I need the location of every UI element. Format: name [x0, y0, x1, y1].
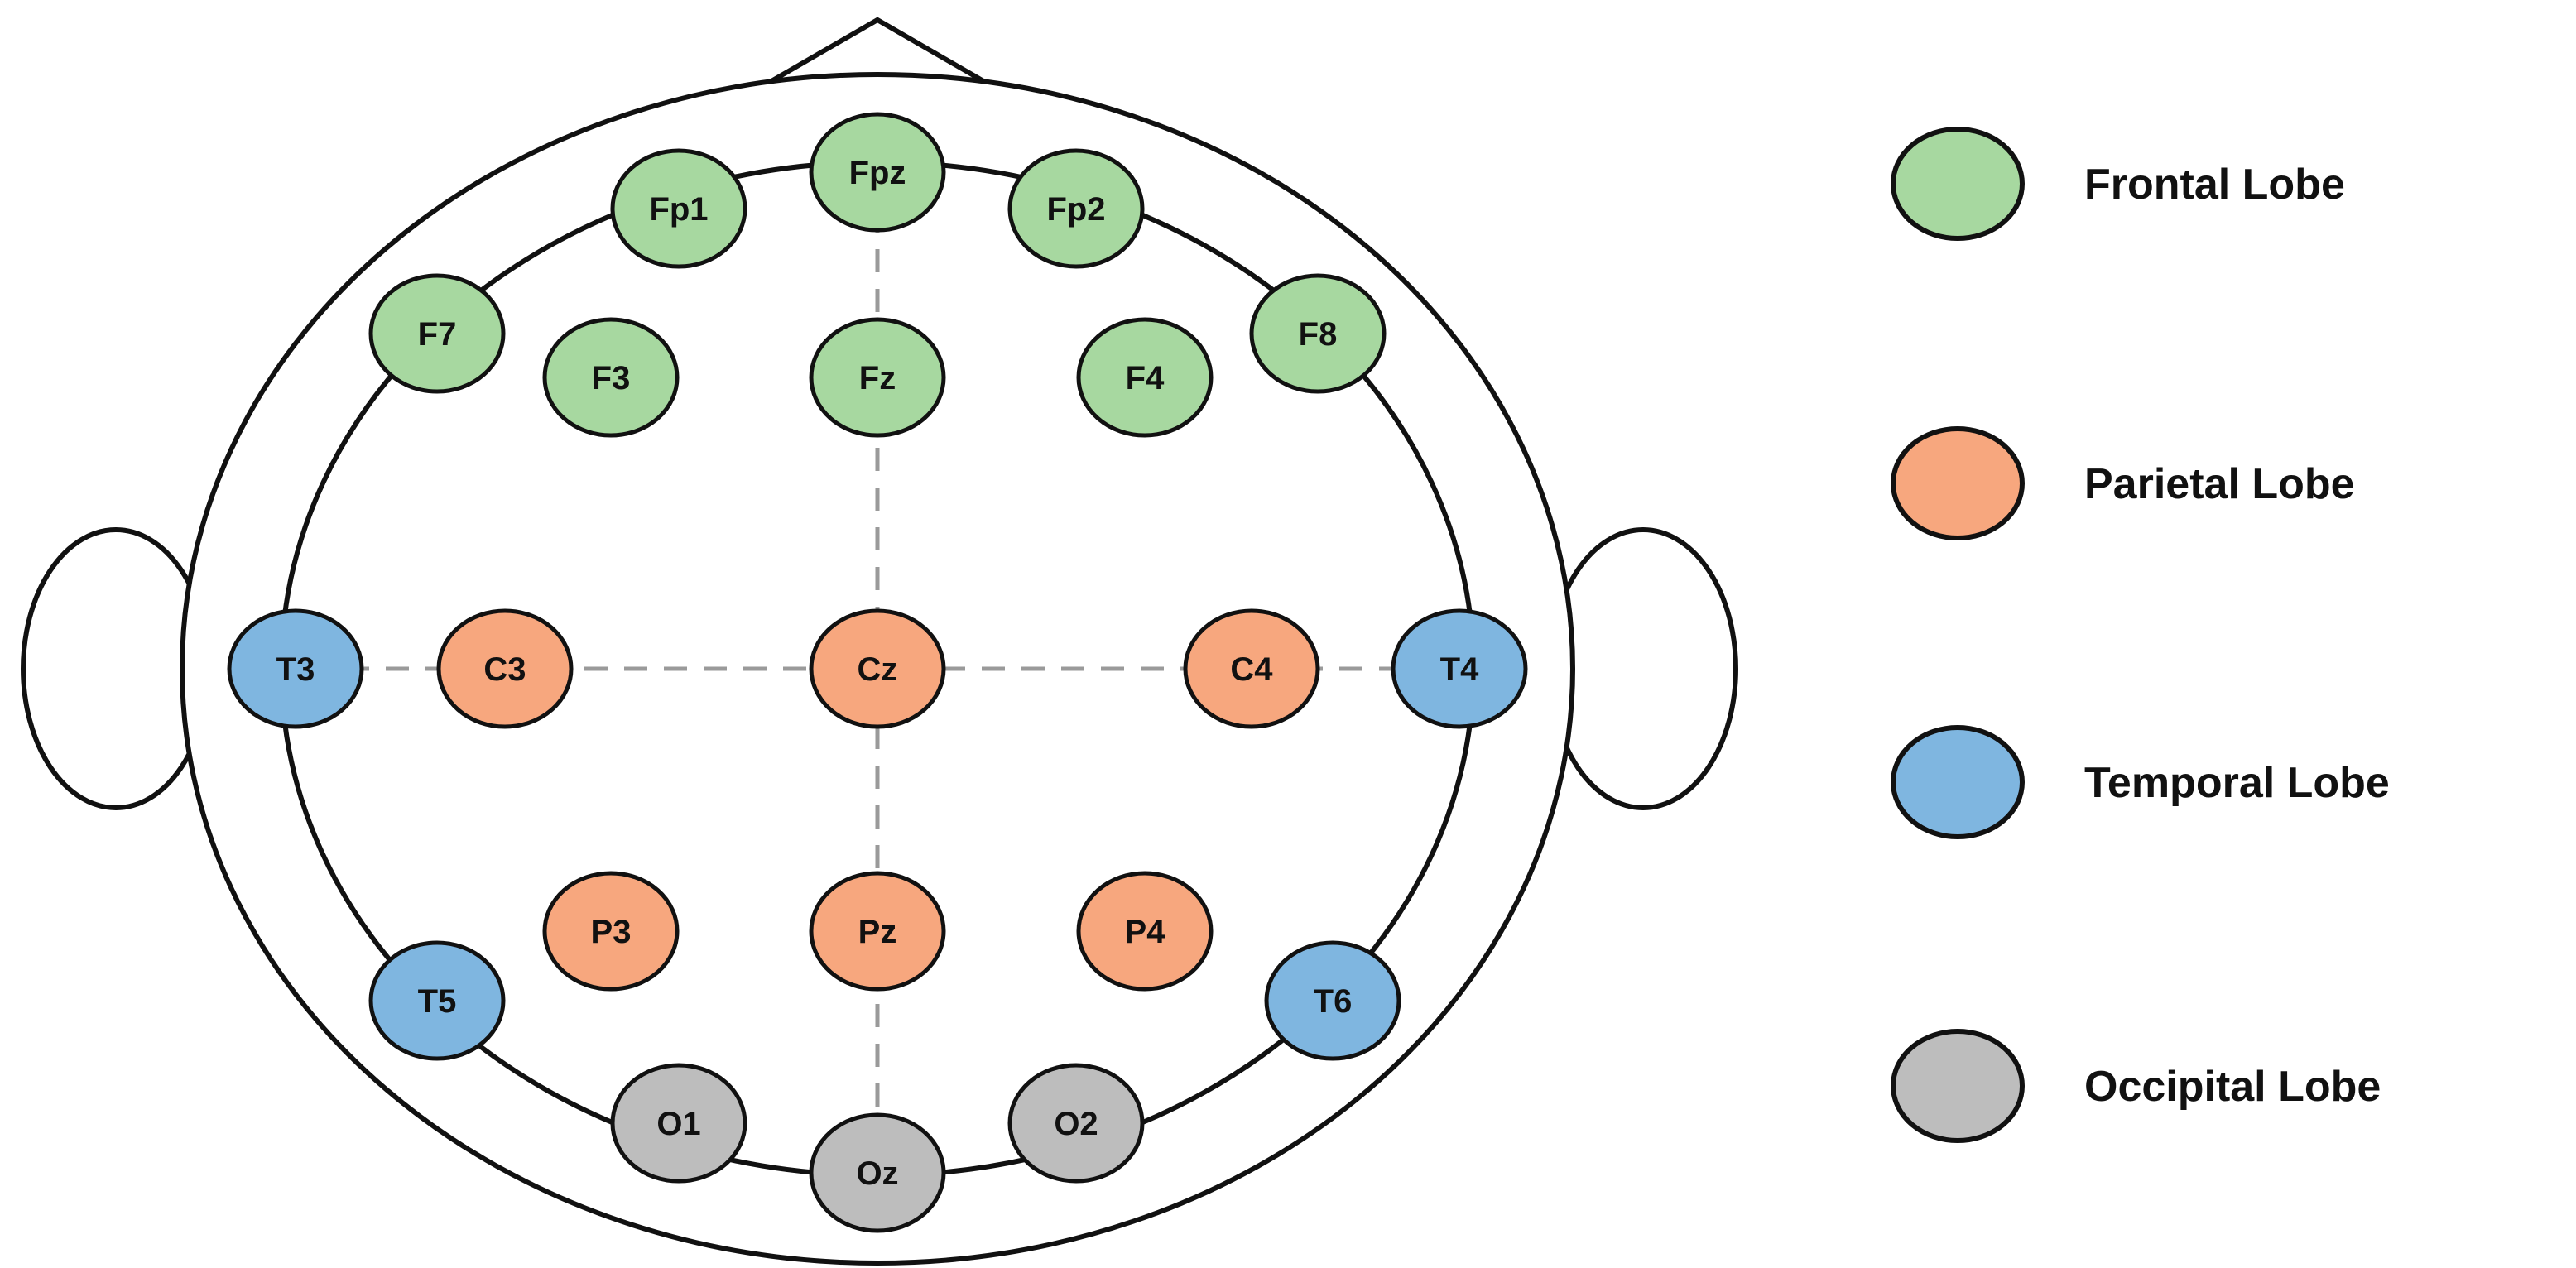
electrode-marker: [809, 112, 946, 233]
electrode-fp2: Fp2: [1007, 148, 1145, 269]
electrode-p3: P3: [542, 871, 680, 992]
electrode-label: Fp1: [649, 191, 708, 228]
electrode-marker: [1076, 871, 1214, 992]
electrode-label: O1: [656, 1106, 700, 1142]
electrode-label: T3: [276, 651, 315, 688]
electrode-label: F7: [418, 316, 457, 353]
electrode-label: Pz: [858, 914, 897, 950]
electrode-marker: [227, 608, 364, 729]
legend-item-parietal: Parietal Lobe: [1891, 426, 2355, 540]
electrode-f3: F3: [542, 317, 680, 438]
electrode-marker: [610, 148, 747, 269]
electrode-marker: [542, 871, 680, 992]
electrode-label: Oz: [856, 1155, 898, 1192]
electrode-marker: [809, 871, 946, 992]
electrode-label: F8: [1299, 316, 1338, 353]
electrode-marker: [1076, 317, 1214, 438]
electrode-marker: [610, 1063, 747, 1184]
legend-label: Occipital Lobe: [2084, 1063, 2381, 1111]
electrode-t5: T5: [368, 940, 506, 1061]
legend-label: Parietal Lobe: [2084, 460, 2355, 508]
legend-swatch: [1891, 127, 2025, 241]
electrode-marker: [1007, 148, 1145, 269]
electrode-marker: [809, 608, 946, 729]
electrode-label: Fp2: [1046, 191, 1105, 228]
electrode-label: P4: [1125, 914, 1166, 950]
electrode-o1: O1: [610, 1063, 747, 1184]
electrode-marker: [809, 317, 946, 438]
electrode-marker: [1007, 1063, 1145, 1184]
electrode-marker: [1391, 608, 1528, 729]
electrode-marker: [1249, 273, 1387, 394]
electrode-marker: [368, 940, 506, 1061]
electrode-fpz: Fpz: [809, 112, 946, 233]
electrode-label: Fz: [859, 360, 896, 396]
electrode-label: Cz: [858, 651, 898, 688]
electrode-label: T6: [1314, 983, 1353, 1020]
legend-swatch: [1891, 1029, 2025, 1143]
electrode-f4: F4: [1076, 317, 1214, 438]
electrode-label: Fpz: [849, 155, 906, 191]
electrode-fp1: Fp1: [610, 148, 747, 269]
electrode-label: C3: [483, 651, 526, 688]
electrode-label: C4: [1230, 651, 1273, 688]
electrode-label: F4: [1126, 360, 1165, 396]
electrode-pz: Pz: [809, 871, 946, 992]
electrode-c3: C3: [436, 608, 574, 729]
electrode-o2: O2: [1007, 1063, 1145, 1184]
electrode-t6: T6: [1264, 940, 1401, 1061]
electrode-t4: T4: [1391, 608, 1528, 729]
legend-item-temporal: Temporal Lobe: [1891, 725, 2390, 839]
right-ear-shape: [1548, 527, 1738, 810]
legend-swatch: [1891, 426, 2025, 540]
electrode-marker: [368, 273, 506, 394]
electrode-label: O2: [1054, 1106, 1098, 1142]
electrode-label: T4: [1440, 651, 1479, 688]
electrode-cz: Cz: [809, 608, 946, 729]
electrode-marker: [542, 317, 680, 438]
electrode-f8: F8: [1249, 273, 1387, 394]
electrode-label: F3: [592, 360, 631, 396]
electrode-fz: Fz: [809, 317, 946, 438]
electrode-c4: C4: [1183, 608, 1320, 729]
electrode-marker: [809, 1112, 946, 1233]
legend-label: Frontal Lobe: [2084, 161, 2345, 209]
electrode-marker: [1183, 608, 1320, 729]
legend-item-occipital: Occipital Lobe: [1891, 1029, 2381, 1143]
electrode-f7: F7: [368, 273, 506, 394]
electrode-t3: T3: [227, 608, 364, 729]
electrode-marker: [436, 608, 574, 729]
electrode-p4: P4: [1076, 871, 1214, 992]
legend-item-frontal: Frontal Lobe: [1891, 127, 2345, 241]
electrode-label: T5: [418, 983, 457, 1020]
electrode-label: P3: [591, 914, 632, 950]
electrode-oz: Oz: [809, 1112, 946, 1233]
legend-label: Temporal Lobe: [2084, 759, 2390, 807]
legend-swatch: [1891, 725, 2025, 839]
electrode-marker: [1264, 940, 1401, 1061]
